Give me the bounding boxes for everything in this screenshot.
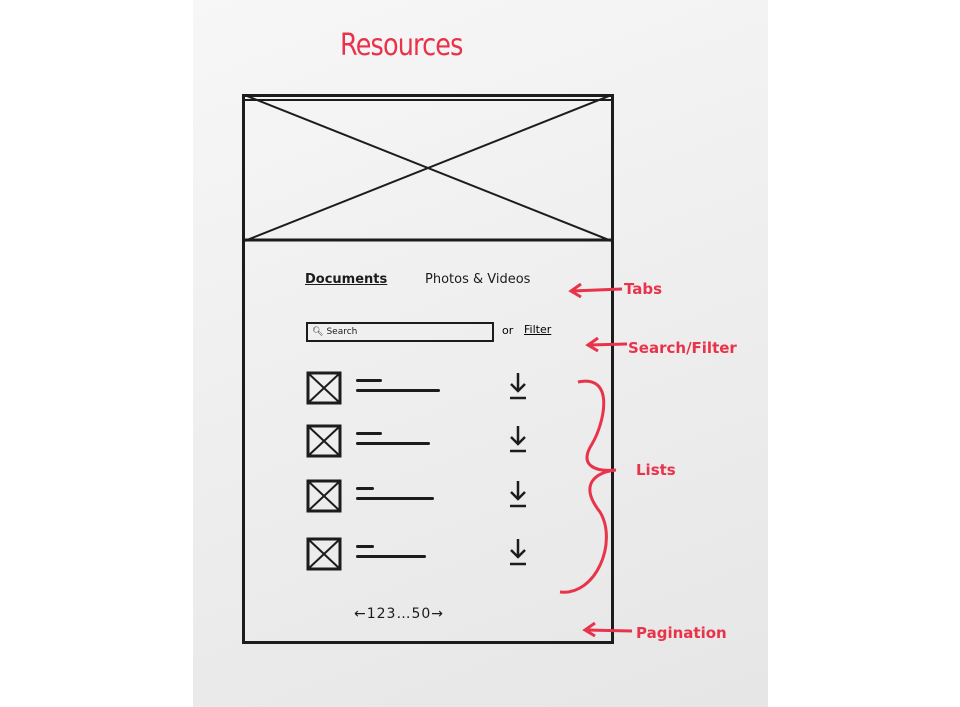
annotation-lists: Lists (636, 461, 676, 479)
download-icon[interactable] (508, 424, 528, 454)
tab-photos-videos[interactable]: Photos & Videos (425, 272, 531, 287)
search-placeholder: Search (326, 327, 358, 337)
annotation-arrow-search-filter (585, 337, 629, 353)
download-icon[interactable] (508, 371, 528, 401)
wireframe-frame (242, 94, 614, 644)
annotation-arrow-tabs (568, 283, 624, 299)
hero-image-placeholder (242, 94, 614, 242)
or-label: or (502, 324, 514, 337)
list-item[interactable] (306, 479, 536, 513)
filter-link[interactable]: Filter (524, 323, 552, 336)
image-placeholder-icon (306, 424, 342, 458)
image-placeholder-icon (306, 371, 342, 405)
download-icon[interactable] (508, 537, 528, 567)
tab-documents[interactable]: Documents (305, 272, 388, 287)
list-item-text-lines (356, 428, 446, 448)
search-icon: 🔍︎ (312, 327, 324, 337)
annotation-brace-lists (556, 374, 626, 600)
pagination[interactable]: ←123…50→ (354, 606, 444, 622)
list-item[interactable] (306, 537, 536, 571)
list-item-text-lines (356, 375, 446, 395)
image-placeholder-icon (242, 94, 614, 242)
annotation-tabs: Tabs (624, 280, 663, 298)
image-placeholder-icon (306, 479, 342, 513)
whiteboard (193, 0, 768, 707)
download-icon[interactable] (508, 479, 528, 509)
list-item[interactable] (306, 371, 536, 405)
page-title: Resources (340, 28, 463, 63)
list-item[interactable] (306, 424, 536, 458)
list-item-text-lines (356, 483, 446, 503)
list-item-text-lines (356, 541, 446, 561)
annotation-search-filter: Search/Filter (628, 339, 737, 357)
annotation-pagination: Pagination (636, 624, 727, 642)
image-placeholder-icon (306, 537, 342, 571)
annotation-arrow-pagination (582, 622, 634, 638)
search-input[interactable]: 🔍︎Search (306, 322, 494, 342)
